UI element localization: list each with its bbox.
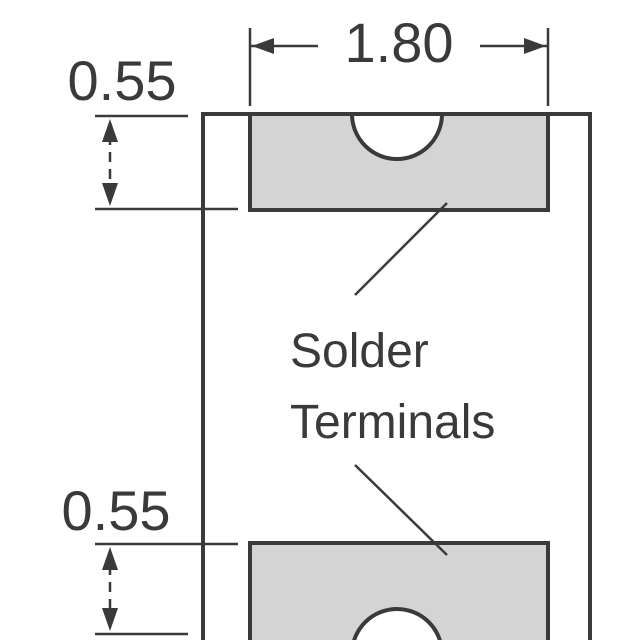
top-terminal-height-label: 0.55 bbox=[68, 49, 177, 112]
callout-label-line2: Terminals bbox=[290, 396, 495, 449]
bottom-terminal-leader-line bbox=[354, 464, 448, 556]
top-height-arrowhead-up bbox=[102, 119, 118, 142]
top-height-arrowhead-down bbox=[102, 183, 118, 206]
width-arrowhead-right bbox=[524, 38, 546, 54]
bottom-height-arrowhead-up bbox=[102, 547, 118, 570]
width-dimension-label: 1.80 bbox=[345, 11, 454, 74]
top-terminal-leader-line bbox=[354, 202, 448, 296]
width-arrowhead-left bbox=[252, 38, 274, 54]
top-solder-terminal bbox=[248, 112, 550, 212]
bottom-height-arrowhead-down bbox=[102, 608, 118, 631]
bottom-solder-terminal bbox=[248, 541, 550, 640]
callout-label-line1: Solder bbox=[290, 325, 429, 378]
bottom-terminal-height-label: 0.55 bbox=[62, 479, 171, 542]
